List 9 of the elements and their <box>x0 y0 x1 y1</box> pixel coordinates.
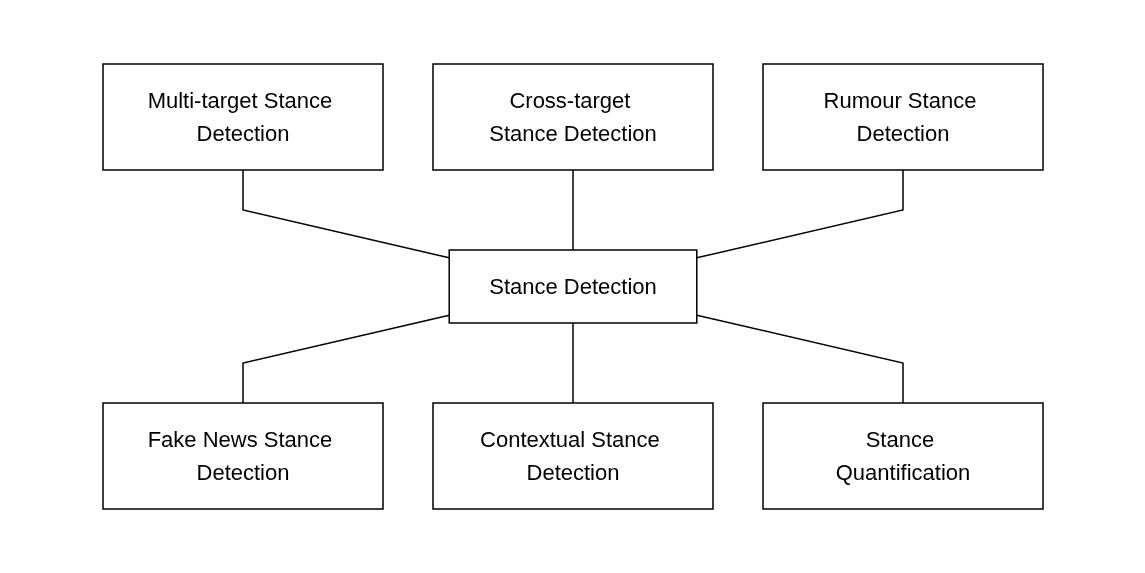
node-box: Contextual Stance Detection <box>431 402 714 510</box>
connector <box>571 322 574 404</box>
node-box: Stance Quantification <box>761 402 1044 510</box>
node-box: Stance Detection <box>448 249 697 324</box>
node-box: Cross-target Stance Detection <box>431 63 714 171</box>
node-box: Multi-target Stance Detection <box>101 63 384 171</box>
node-box: Rumour Stance Detection <box>761 63 1044 171</box>
node-box: Fake News Stance Detection <box>101 402 384 510</box>
connector <box>571 169 574 251</box>
